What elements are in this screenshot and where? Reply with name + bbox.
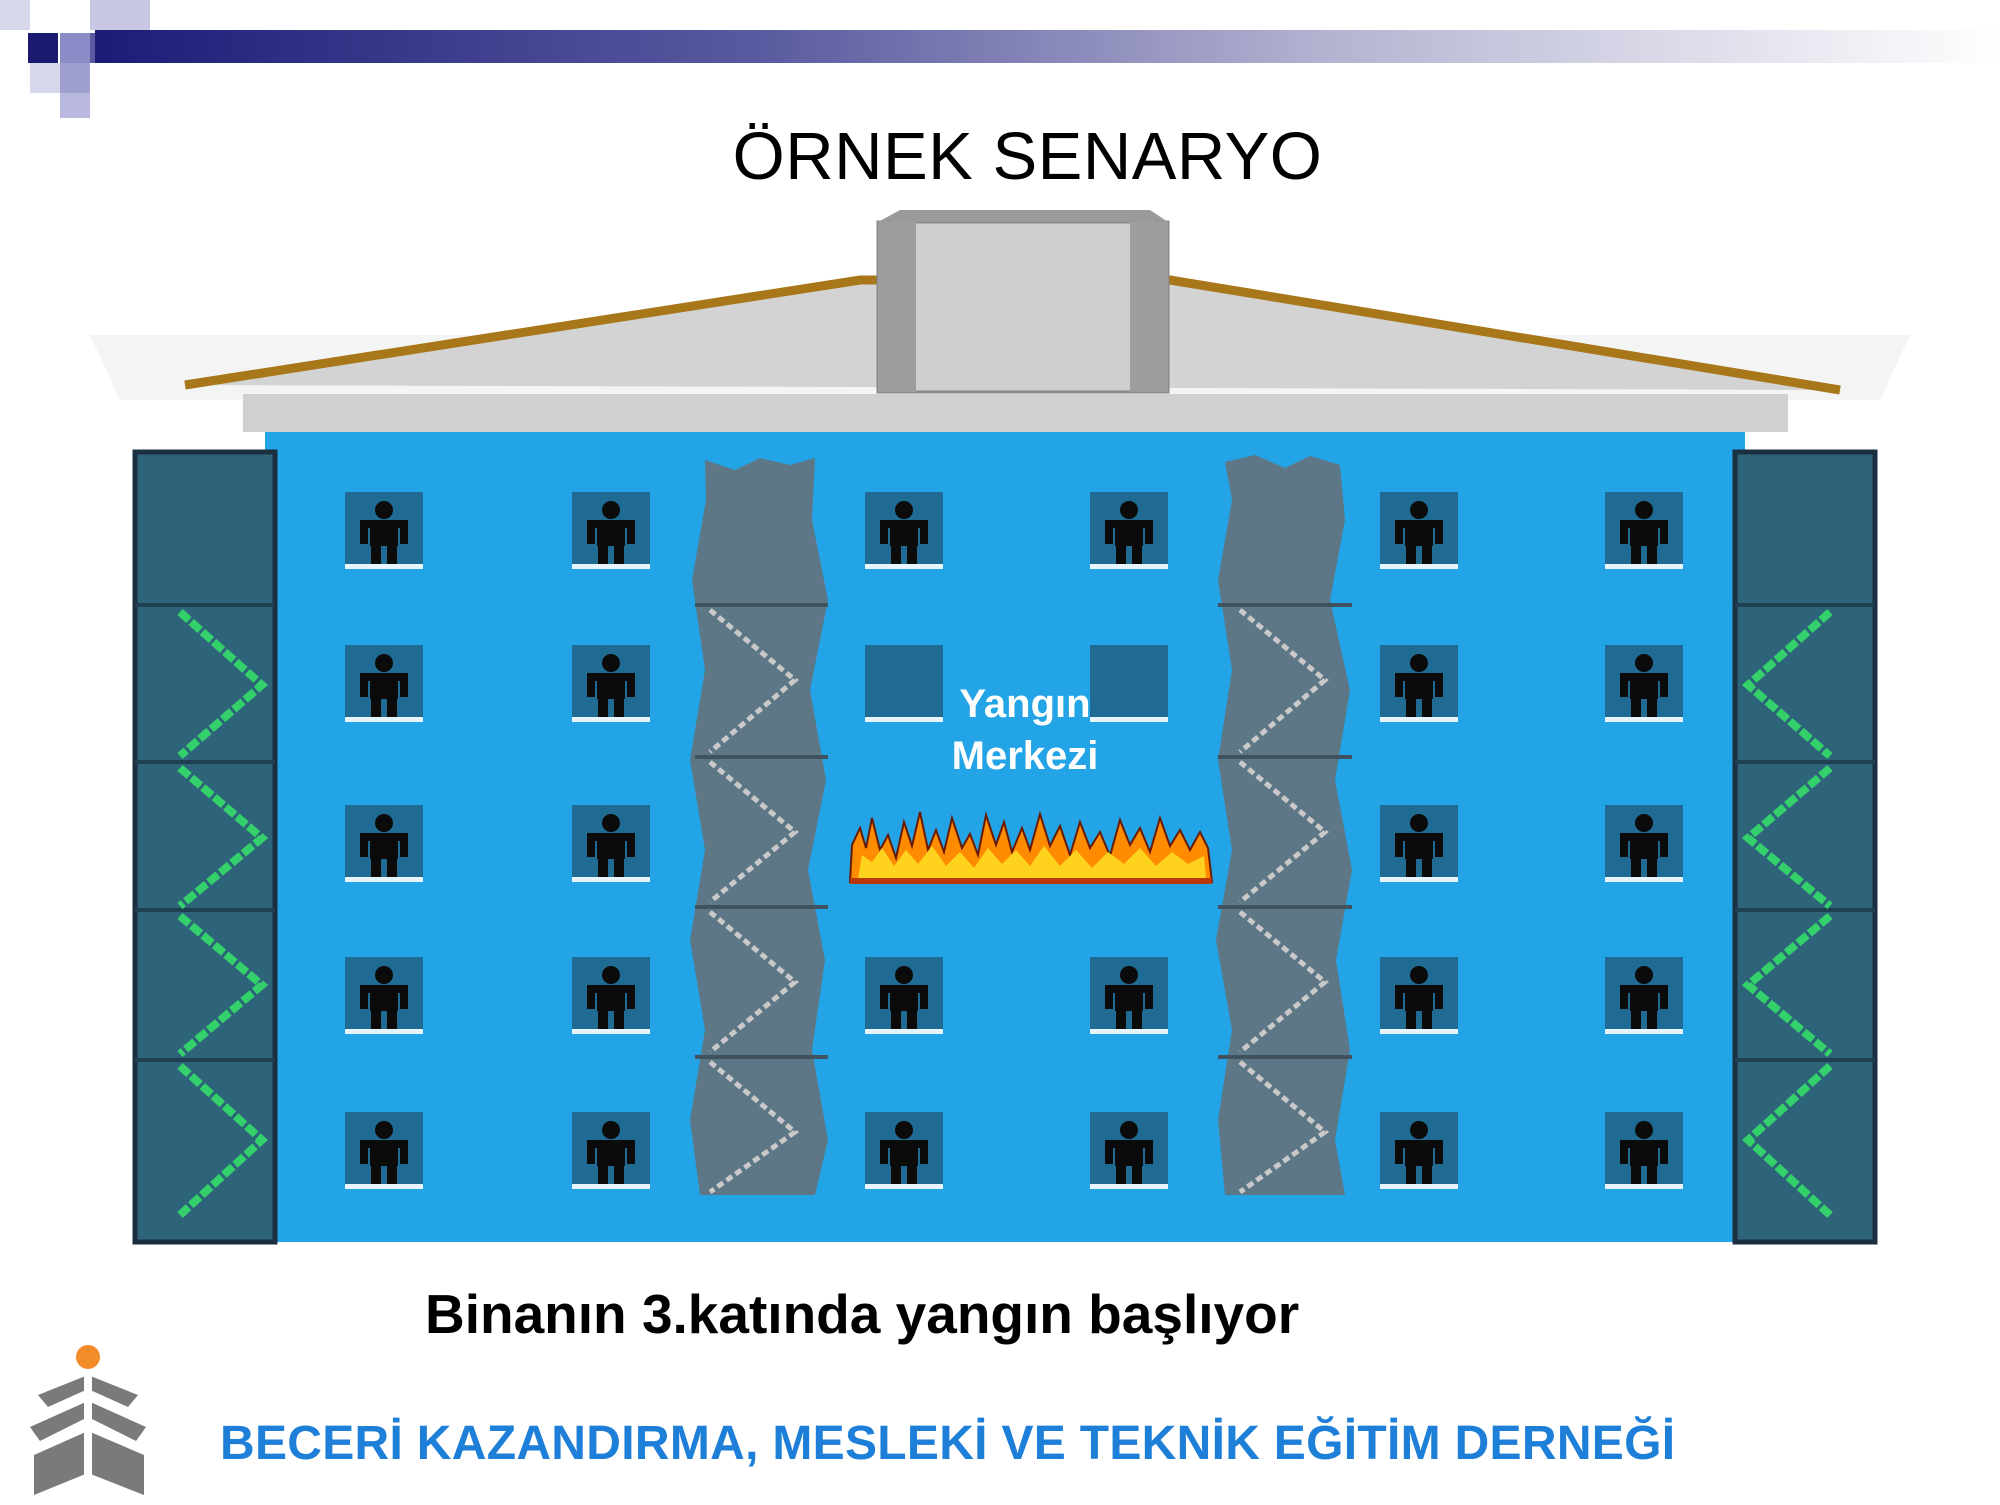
association-logo-icon — [30, 1345, 146, 1495]
person-icon — [1105, 966, 1153, 1029]
person-icon — [360, 966, 408, 1029]
window — [572, 645, 650, 722]
slide-title: ÖRNEK SENARYO — [732, 119, 1323, 194]
stairwell-left — [690, 458, 828, 1195]
building-illustration — [90, 210, 1910, 1245]
window — [865, 492, 943, 569]
window — [1605, 492, 1683, 569]
person-icon — [587, 654, 635, 717]
person-icon — [1620, 654, 1668, 717]
person-icon — [1620, 501, 1668, 564]
person-icon — [1620, 1121, 1668, 1184]
right-side-panel — [1732, 449, 1878, 1245]
window — [1380, 1112, 1458, 1189]
person-icon — [880, 501, 928, 564]
fire-label-line1: Yangın — [959, 682, 1091, 726]
window — [1090, 1112, 1168, 1189]
person-icon — [360, 501, 408, 564]
window — [1605, 645, 1683, 722]
window — [1605, 957, 1683, 1034]
scenario-caption: Binanın 3.katında yangın başlıyor — [425, 1283, 1300, 1345]
window — [345, 1112, 423, 1189]
person-icon — [360, 1121, 408, 1184]
window-grid — [345, 492, 1683, 1189]
roof-slab — [243, 394, 1788, 432]
person-icon — [1395, 501, 1443, 564]
fire-flames — [848, 810, 1214, 884]
window — [1380, 492, 1458, 569]
person-icon — [1620, 814, 1668, 877]
association-name: BECERİ KAZANDIRMA, MESLEKİ VE TEKNİK EĞİ… — [220, 1417, 1676, 1470]
window — [345, 805, 423, 882]
roof-structure — [876, 220, 1170, 394]
window — [572, 492, 650, 569]
person-icon — [880, 1121, 928, 1184]
window — [345, 492, 423, 569]
window — [345, 957, 423, 1034]
person-icon — [1395, 814, 1443, 877]
window — [572, 957, 650, 1034]
person-icon — [360, 654, 408, 717]
corner-decoration — [0, 0, 150, 118]
window — [1090, 957, 1168, 1034]
person-icon — [1395, 966, 1443, 1029]
fire-center-label: Yangın Merkezi — [920, 678, 1130, 782]
header-gradient-bar — [95, 30, 2000, 63]
person-icon — [587, 1121, 635, 1184]
window — [1380, 957, 1458, 1034]
person-icon — [1395, 1121, 1443, 1184]
window — [865, 645, 943, 722]
left-side-panel — [132, 449, 278, 1245]
person-icon — [587, 814, 635, 877]
window — [572, 805, 650, 882]
window — [1380, 805, 1458, 882]
person-icon — [587, 501, 635, 564]
stairwell-right — [1216, 455, 1352, 1195]
person-icon — [880, 966, 928, 1029]
person-icon — [360, 814, 408, 877]
person-icon — [1395, 654, 1443, 717]
window — [572, 1112, 650, 1189]
window — [1090, 645, 1168, 722]
window — [345, 645, 423, 722]
person-icon — [587, 966, 635, 1029]
window — [1605, 1112, 1683, 1189]
person-icon — [1620, 966, 1668, 1029]
window — [865, 957, 943, 1034]
person-icon — [1105, 1121, 1153, 1184]
fire-label-line2: Merkezi — [951, 734, 1099, 778]
window — [1605, 805, 1683, 882]
window — [865, 1112, 943, 1189]
window — [1380, 645, 1458, 722]
window — [1090, 492, 1168, 569]
person-icon — [1105, 501, 1153, 564]
